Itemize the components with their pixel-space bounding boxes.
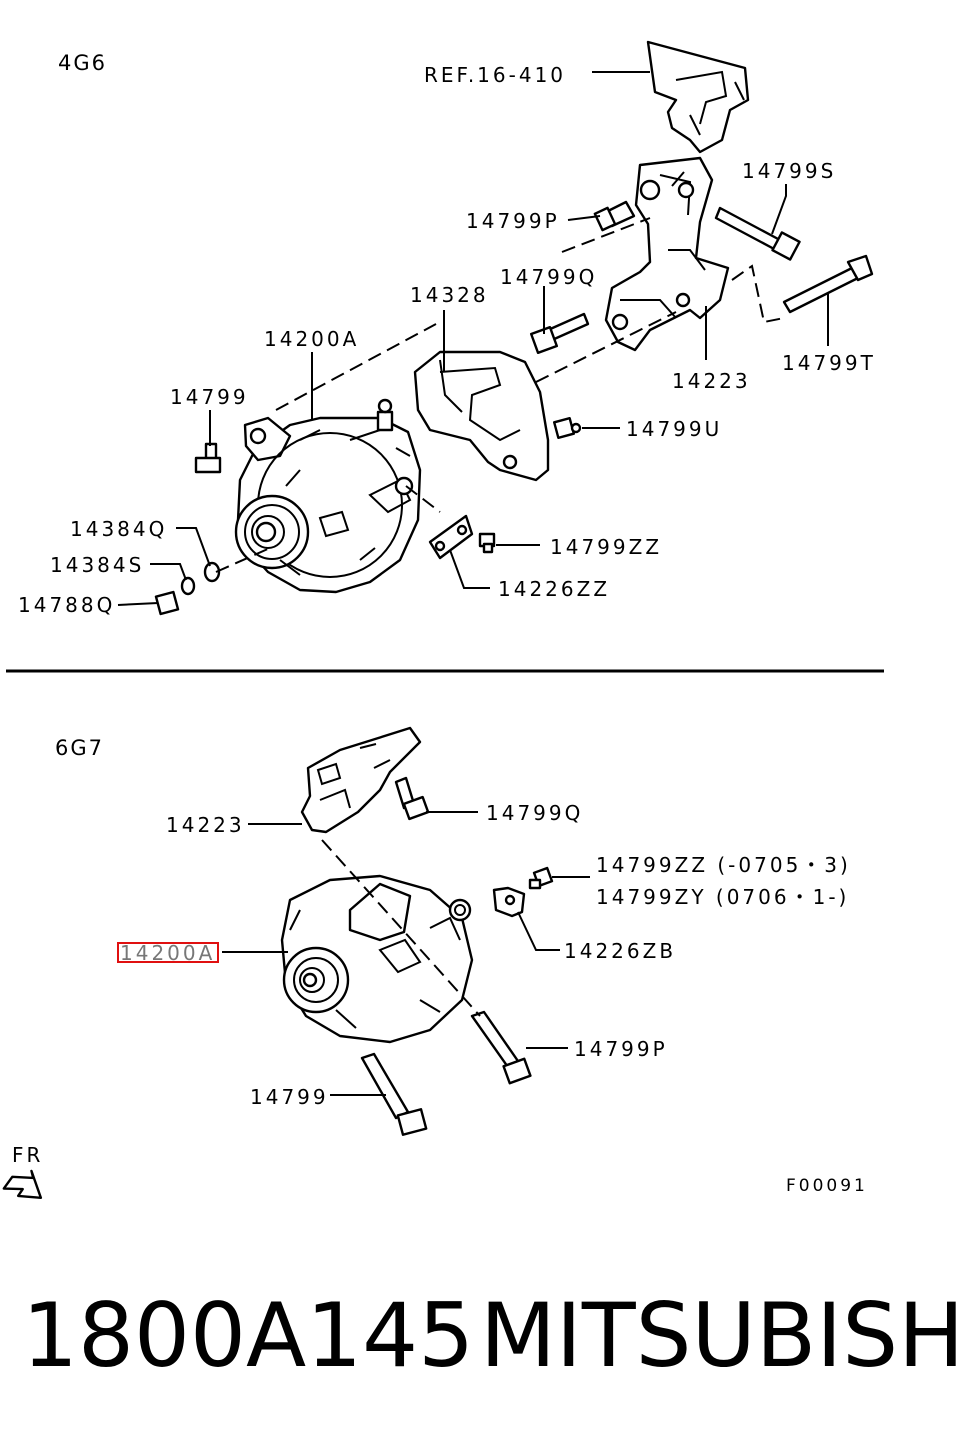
bolt-14799zz-drawing-bottom bbox=[528, 866, 554, 890]
highlight-box bbox=[117, 942, 219, 963]
label-14799zz-bottom: 14799ZZ (-0705・3) bbox=[596, 853, 851, 877]
washer-nut-drawing-top bbox=[154, 561, 221, 616]
label-14328: 14328 bbox=[410, 283, 489, 307]
label-14384s: 14384S bbox=[50, 553, 144, 577]
front-arrow-icon bbox=[2, 1169, 43, 1199]
label-14788q: 14788Q bbox=[18, 593, 115, 617]
bolt-14799p-drawing-bottom bbox=[470, 1010, 532, 1085]
bolt-14799q-drawing-bottom bbox=[394, 776, 430, 821]
part-number: 1800A145 bbox=[22, 1284, 474, 1387]
label-14384q: 14384Q bbox=[70, 517, 167, 541]
label-ref-16-410: REF.16-410 bbox=[424, 63, 566, 87]
small-bracket-drawing-bottom bbox=[492, 886, 526, 918]
label-14223-bottom: 14223 bbox=[166, 813, 245, 837]
label-14799q-top: 14799Q bbox=[500, 265, 597, 289]
ref-bracket-drawing bbox=[646, 40, 750, 154]
label-14799zy: 14799ZY (0706・1-) bbox=[596, 885, 849, 909]
label-14226zb: 14226ZB bbox=[564, 939, 676, 963]
brand-name: MITSUBISHI bbox=[480, 1284, 960, 1387]
alternator-bracket-drawing-bottom bbox=[300, 726, 422, 834]
fr-label: FR bbox=[12, 1143, 43, 1167]
label-14200a-top: 14200A bbox=[264, 327, 359, 351]
label-14799s: 14799S bbox=[742, 159, 836, 183]
label-14799p-bottom: 14799P bbox=[574, 1037, 668, 1061]
bolt-14799u-drawing bbox=[553, 417, 582, 439]
label-14799-bottom: 14799 bbox=[250, 1085, 329, 1109]
shield-drawing bbox=[413, 350, 550, 482]
alternator-drawing-bottom bbox=[280, 874, 474, 1044]
bolt-14799zz-drawing-top bbox=[478, 532, 496, 554]
bolt-14799p-drawing bbox=[593, 200, 636, 232]
label-14223-top: 14223 bbox=[672, 369, 751, 393]
figure-code: F00091 bbox=[786, 1176, 868, 1196]
section-label-6g7: 6G7 bbox=[55, 736, 104, 760]
label-14799-top: 14799 bbox=[170, 385, 249, 409]
label-14799p-top: 14799P bbox=[466, 209, 560, 233]
label-14226zz: 14226ZZ bbox=[498, 577, 610, 601]
bolt-14799t-drawing bbox=[782, 254, 874, 314]
alternator-bracket-drawing bbox=[604, 156, 730, 352]
label-14799u: 14799U bbox=[626, 417, 722, 441]
label-14200a-bottom: 14200A bbox=[120, 941, 215, 965]
leader-lines-bottom bbox=[222, 811, 590, 1096]
section-label-4g6: 4G6 bbox=[58, 51, 107, 75]
alternator-drawing-top bbox=[234, 398, 422, 594]
small-bracket-drawing-top bbox=[428, 514, 474, 560]
bolt-14799s-drawing bbox=[714, 206, 801, 261]
label-14799zz-top: 14799ZZ bbox=[550, 535, 662, 559]
bolt-14799q-drawing-top bbox=[529, 312, 590, 355]
label-14799q-bottom: 14799Q bbox=[486, 801, 583, 825]
bolt-14799-drawing-bottom bbox=[360, 1052, 428, 1136]
label-14799t: 14799T bbox=[782, 351, 876, 375]
leader-lines-top bbox=[117, 71, 829, 606]
bolt-14799-drawing-top bbox=[194, 442, 222, 474]
